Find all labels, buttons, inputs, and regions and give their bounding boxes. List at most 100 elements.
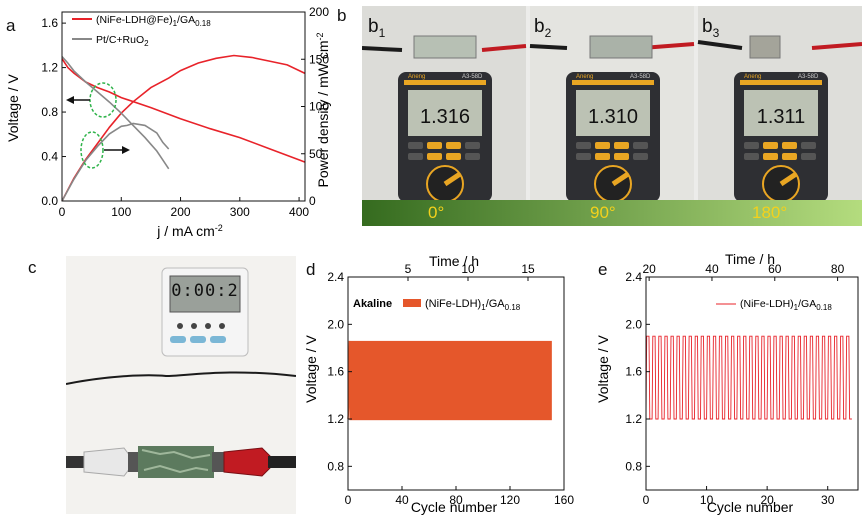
chart-e-legend: (NiFe-LDH)1/GA0.18 [716,298,832,312]
chart-a-xtick-label: 0 [59,205,66,219]
multimeter-button [744,153,759,160]
chart-a-y2tick-label: 150 [309,52,329,66]
chart-a-ytick-label: 1.2 [41,61,58,75]
chart-e-toptick-label: 80 [831,262,845,276]
chart-e-ytick-label: 2.4 [625,270,642,284]
multimeter-reading: 1.311 [757,106,806,128]
photo-panel-c: 0:00:2 [66,256,296,514]
multimeter-button [614,142,629,149]
chart-d-toptick-label: 5 [405,262,412,276]
chart-a-ytick-label: 0.8 [41,105,58,119]
multimeter-button [446,142,461,149]
chart-a-series-1 [61,54,306,202]
panel-letter-c: c [28,258,37,277]
multimeter-button [801,153,816,160]
highlight-ellipse-power [80,131,104,169]
chart-a-xtick-label: 200 [171,205,191,219]
multimeter-dial-pointer [779,171,798,187]
battery-assembly [66,446,296,478]
test-lead [811,42,862,50]
chart-d-ylabel: Voltage / V [303,334,319,402]
timer-display: 0:00:2 [171,281,239,301]
chart-e-frame [645,276,859,491]
angle-label-0: 0° [428,203,445,222]
multimeter-model: A3-58D [630,74,651,80]
multimeter-brand: Aneng [576,74,593,80]
chart-a-xtick-label: 300 [230,205,250,219]
multimeter-button [633,153,648,160]
multimeter-button [801,142,816,149]
chart-a-series-2 [61,55,170,170]
arrow-left-axis [66,96,90,104]
multimeter-button [763,153,778,160]
chart-d-xlabel: Cycle number [411,499,498,515]
chart-d-xtick-label: 80 [449,493,463,507]
chart-d-xtick-label: 0 [345,493,352,507]
chart-e-ytick-label: 1.6 [625,365,642,379]
chart-a-ylabel: Voltage / V [5,73,21,141]
angle-label-180: 180° [752,203,788,222]
legend-entry-d: (NiFe-LDH)1/GA0.18 [425,298,521,312]
chart-d-ytick-label: 2.4 [327,270,344,284]
chart-a-xlabel: j / mA cm-2 [156,223,223,239]
multimeter-button [465,142,480,149]
panel-letter-a: a [6,16,16,35]
chart-d-ytick-label: 0.8 [327,459,344,473]
chart-e-toptick-label: 40 [705,262,719,276]
multimeter-dial-pointer [443,171,462,187]
chart-e-xtick-label: 10 [700,493,714,507]
multimeter-stripe [740,80,822,85]
chart-e-xlabel: Cycle number [707,499,794,515]
legend-entry-gray: Pt/C+RuO2 [96,34,149,48]
multimeter-button [744,142,759,149]
photo-b3-label: b3 [702,16,720,40]
chart-a-xtick-label: 400 [289,205,309,219]
chart-a-ytick-label: 1.6 [41,16,58,30]
chart-e-ytick-label: 2.0 [625,317,642,331]
chart-e-xtick-label: 30 [821,493,835,507]
multimeter-model: A3-58D [798,74,819,80]
multimeter-model: A3-58D [462,74,483,80]
electrode-sample [413,35,477,59]
chart-a-y2tick-label: 50 [309,147,323,161]
multimeter-reading: 1.310 [588,106,638,128]
chart-d-toptick-label: 10 [461,262,475,276]
chart-d-ytick-label: 2.0 [327,317,344,331]
multimeter-button [465,153,480,160]
panel-letter-b: b [337,6,347,25]
timer-device [161,267,249,357]
test-lead [697,40,743,50]
chart-e-xtick-label: 0 [643,493,650,507]
wire [66,371,296,385]
panel-letter-e: e [598,260,608,279]
chart-d-xtick-label: 160 [554,493,574,507]
test-lead [481,44,527,52]
chart-d-xtick-label: 40 [395,493,409,507]
chart-e-ylabel: Voltage / V [595,334,611,402]
multimeter-lcd [576,90,650,136]
multimeter-button [408,142,423,149]
multimeter-button [576,153,591,160]
chart-e-toptick-label: 60 [768,262,782,276]
chart-a-series-3 [61,122,170,202]
chart-a-series-0 [61,58,306,163]
electrode-sample [749,35,781,59]
chart-a-ytick-label: 0.4 [41,150,58,164]
angle-strip [362,200,862,226]
multimeter-reading: 1.316 [420,106,470,128]
chart-e-ytick-label: 0.8 [625,459,642,473]
chart-e-xtick-label: 20 [760,493,774,507]
multimeter-button [427,153,442,160]
multimeter-stripe [572,80,654,85]
multimeter-button [633,142,648,149]
legend-entry-e: (NiFe-LDH)1/GA0.18 [740,298,832,312]
multimeter-button [614,153,629,160]
multimeter-button [763,142,778,149]
multimeter-stripe [404,80,486,85]
photo-b2-label: b2 [534,16,552,40]
chart-a-y2label: Power density / mW cm-2 [315,32,331,187]
multimeter-button [595,142,610,149]
